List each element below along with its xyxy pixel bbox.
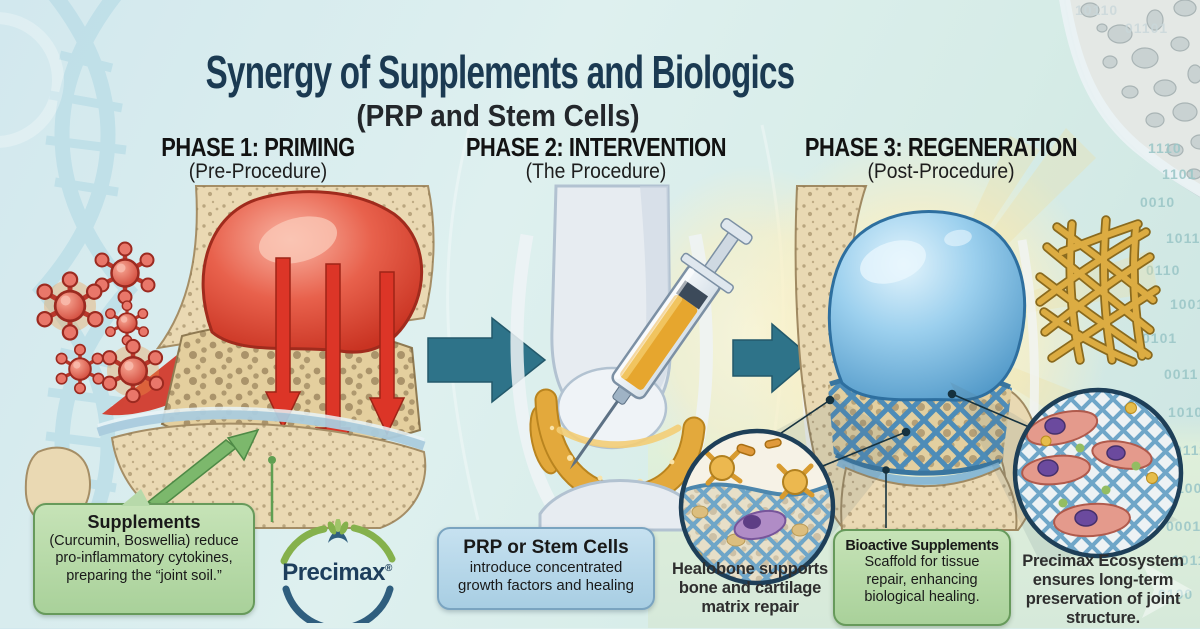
binary-text: 1011 bbox=[1172, 552, 1200, 568]
watermark-arrow-icon bbox=[1142, 562, 1192, 618]
supplement-arrow-icon bbox=[146, 428, 276, 522]
watermark-ring bbox=[0, 12, 64, 148]
joint-line bbox=[96, 410, 426, 451]
phase2-heading: PHASE 2: INTERVENTION bbox=[465, 132, 727, 162]
bioactive-callout-title: Bioactive Supplements bbox=[845, 538, 999, 554]
needle bbox=[573, 397, 621, 463]
page-subtitle: (PRP and Stem Cells) bbox=[356, 97, 640, 133]
prp-liquid bbox=[620, 294, 698, 390]
phase1-subheading: (Pre-Procedure) bbox=[188, 160, 328, 183]
syringe-illustration bbox=[569, 217, 753, 470]
binary-text: 0011 bbox=[1164, 366, 1199, 382]
binary-text: 01101 bbox=[1125, 20, 1169, 36]
phase3-subheading: (Post-Procedure) bbox=[867, 160, 1015, 183]
cytokine-molecules bbox=[38, 243, 164, 403]
bioactive-callout: Bioactive Supplements Scaffold for tissu… bbox=[833, 529, 1011, 626]
binary-text: 1010 bbox=[1168, 404, 1200, 420]
page-title: Synergy of Supplements and Biologics bbox=[205, 45, 795, 98]
binary-text: 1011 bbox=[1166, 230, 1200, 246]
binary-text: 1110 bbox=[1148, 140, 1182, 156]
binary-text: 10110 bbox=[1075, 2, 1119, 18]
phase2-subheading: (The Procedure) bbox=[525, 160, 667, 183]
phase1-knee-illustration bbox=[24, 185, 435, 529]
inset-circle-ecosystem bbox=[1012, 387, 1184, 559]
phase3-heading: PHASE 3: REGENERATION bbox=[804, 132, 1078, 162]
prp-callout: PRP or Stem Cells introduce concentrated… bbox=[437, 527, 655, 610]
precimax-logo-text: Precimax® bbox=[282, 559, 392, 586]
binary-text: 0001 bbox=[1166, 518, 1200, 534]
ecosystem-caption: Precimax Ecosystem ensures long-term pre… bbox=[1022, 552, 1184, 628]
arrow-phase2-to-phase3-icon bbox=[732, 322, 814, 394]
trabecular-bone-decoration bbox=[1059, 0, 1200, 198]
binary-text: 0110 bbox=[1146, 262, 1181, 278]
bioactive-callout-body: Scaffold for tissue repair, enhancing bi… bbox=[864, 554, 980, 606]
healobone-caption: Healobone supports bone and cartilage ma… bbox=[672, 560, 828, 617]
precimax-logo: Precimax® bbox=[262, 519, 412, 623]
supplements-callout: Supplements (Curcumin, Boswellia) reduce… bbox=[33, 489, 255, 615]
supplements-callout-title: Supplements bbox=[87, 512, 201, 532]
phase1-heading: PHASE 1: PRIMING bbox=[161, 132, 355, 162]
inset-circle-healobone bbox=[678, 428, 836, 586]
prp-callout-body: introduce concentrated growth factors an… bbox=[458, 559, 634, 594]
connector-lines bbox=[146, 389, 1037, 528]
precimax-logo-icon bbox=[280, 519, 396, 623]
binary-text: 1101 bbox=[1162, 166, 1197, 182]
phase3-knee-illustration bbox=[794, 185, 1042, 531]
prp-callout-title: PRP or Stem Cells bbox=[463, 537, 629, 558]
binary-text: 0100 bbox=[1158, 586, 1194, 602]
healthy-cartilage bbox=[827, 210, 1027, 402]
binary-text: 0010 bbox=[1140, 194, 1176, 210]
supplements-callout-body: (Curcumin, Boswellia) reduce pro-inflamm… bbox=[49, 533, 239, 584]
golden-scaffold-mesh-icon bbox=[1035, 215, 1161, 367]
arrow-phase1-to-phase2-icon bbox=[427, 316, 547, 404]
